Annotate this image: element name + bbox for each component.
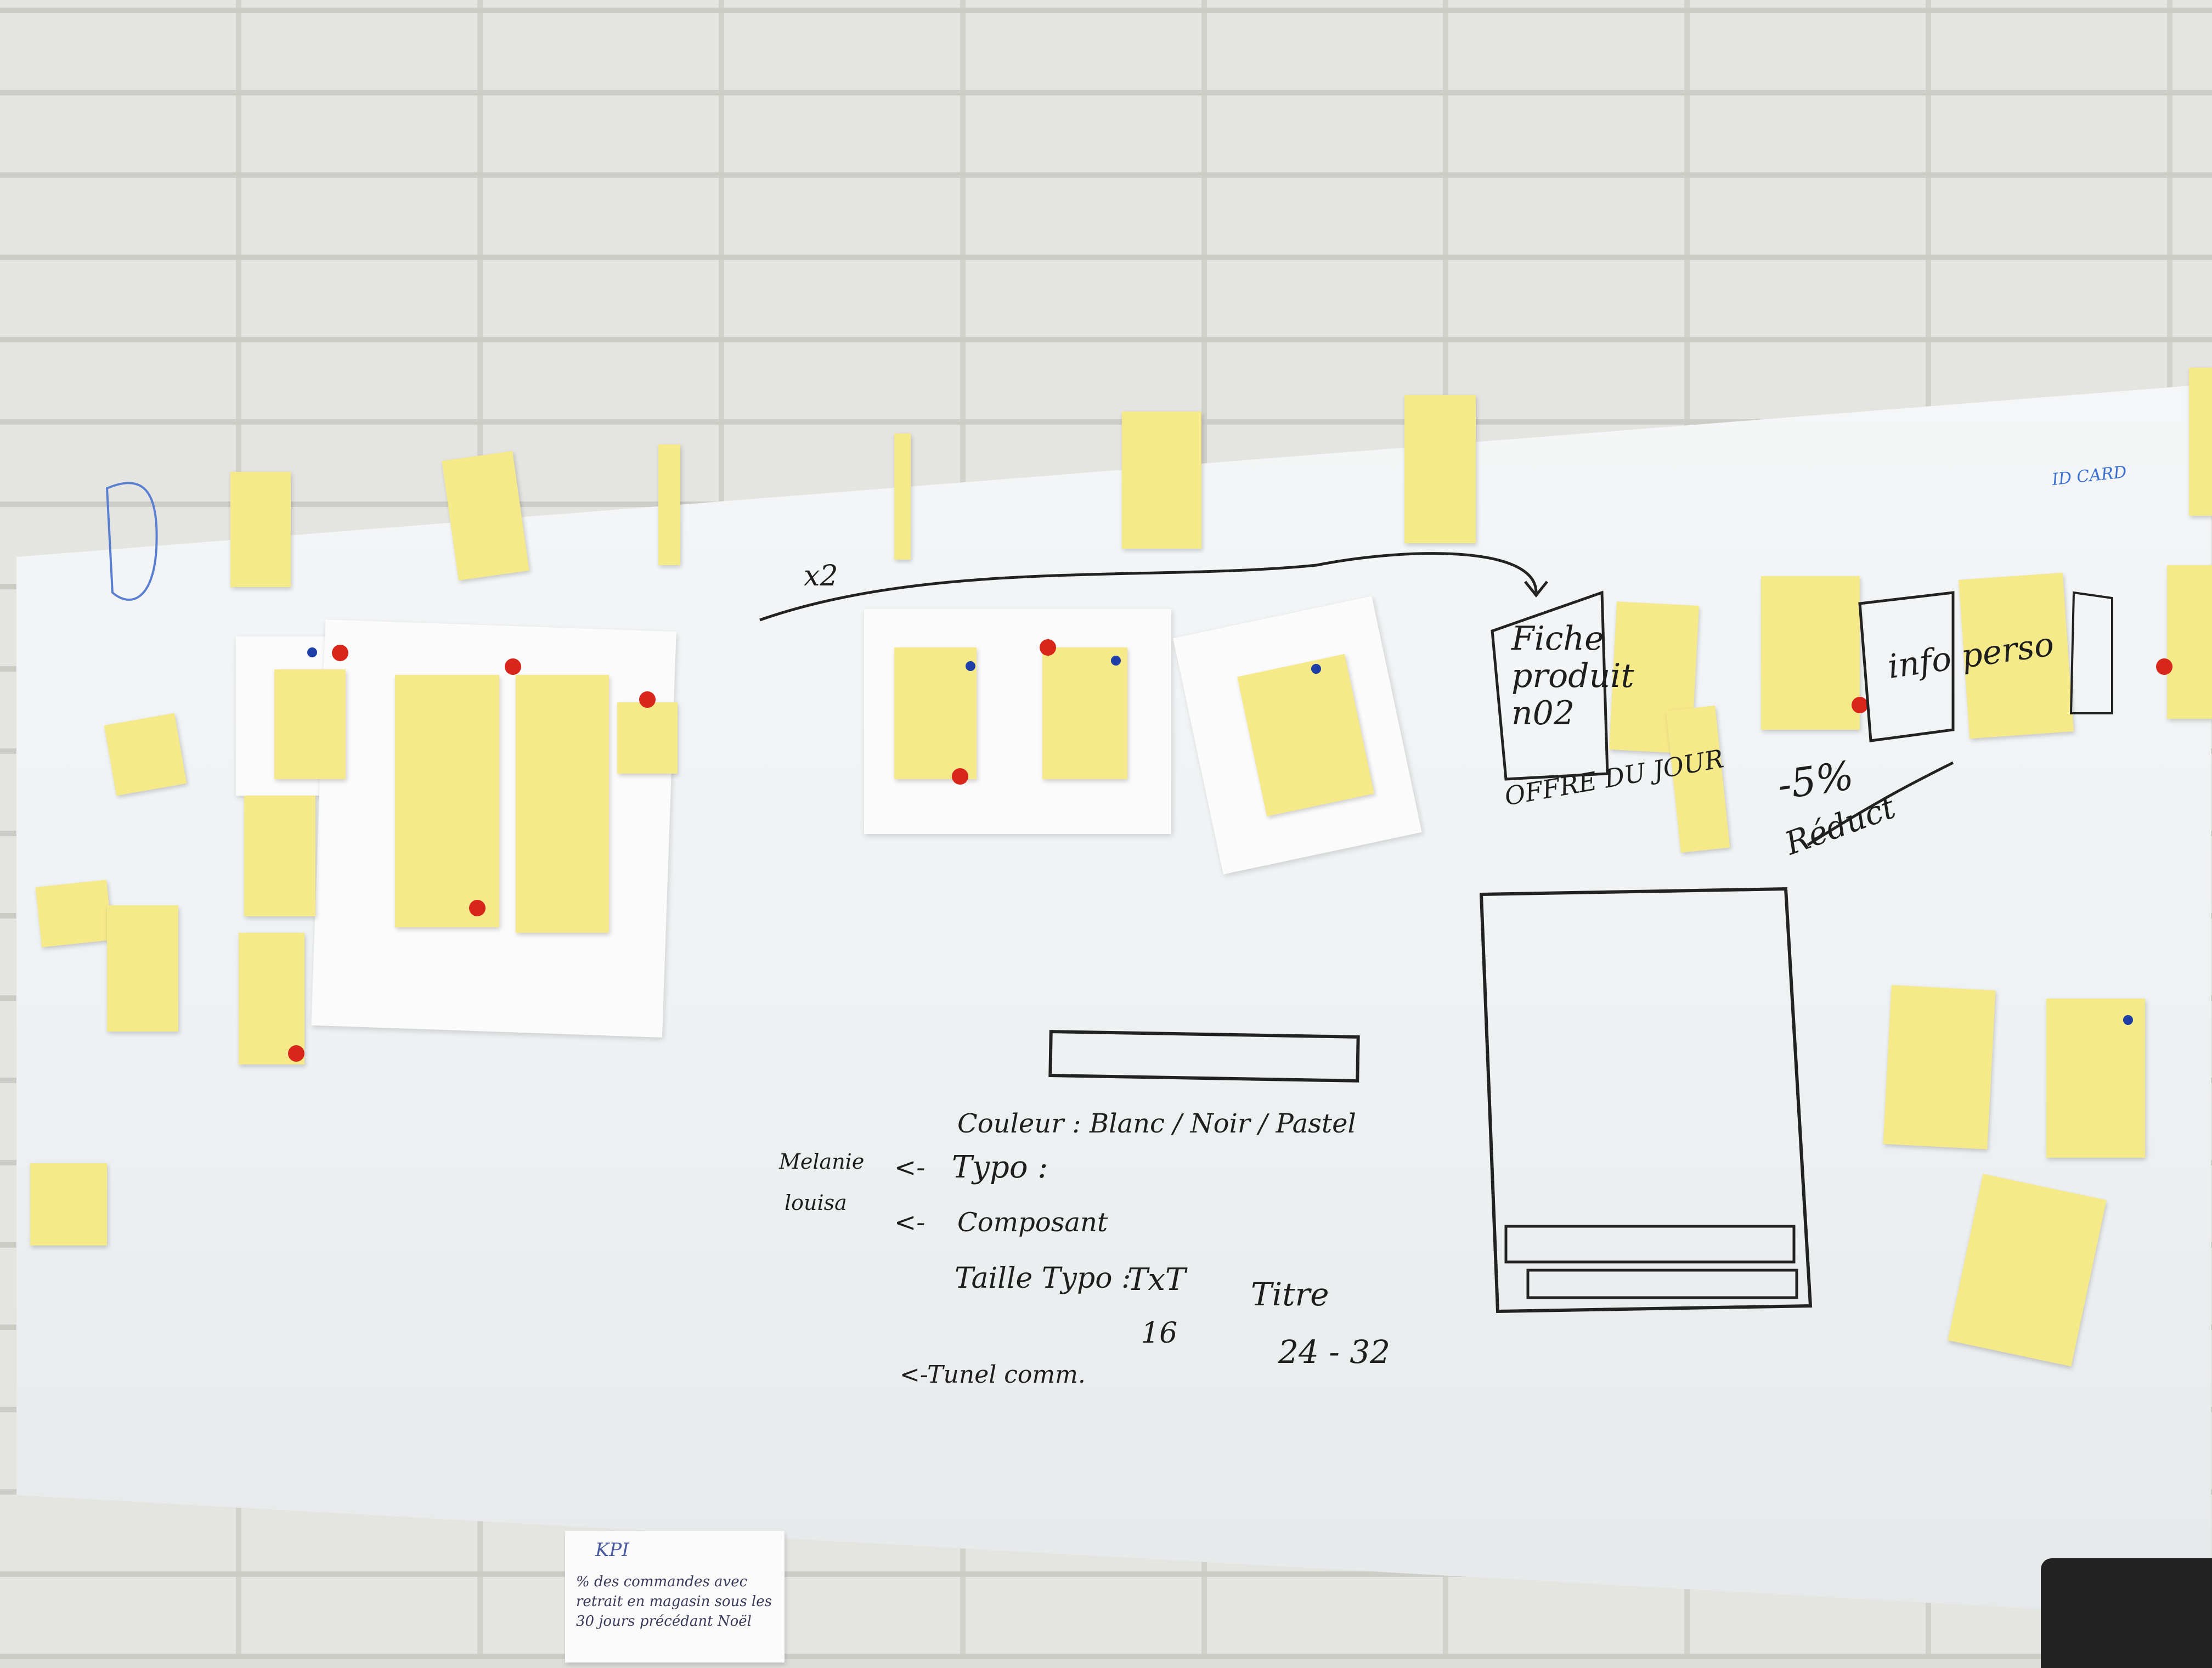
fiche-produit-label: Fiche produit n02 xyxy=(1511,619,1634,732)
txt-label: TxT xyxy=(1127,1262,1186,1298)
sticky-note-left-3 xyxy=(107,905,178,1032)
sticky-note-top-6 xyxy=(1404,395,1476,543)
arrow-composant: <- xyxy=(894,1207,926,1238)
red-pin xyxy=(332,645,348,661)
red-pin xyxy=(469,900,486,916)
sticky-note-top-1 xyxy=(230,472,291,587)
blue-pin xyxy=(1311,664,1321,674)
wireframe-sticky-1 xyxy=(274,669,346,779)
composant-label: Composant xyxy=(957,1207,1108,1238)
red-pin xyxy=(639,691,656,708)
wireframe-sticky-2 xyxy=(395,675,499,927)
sticky-note-right-7 xyxy=(2046,999,2145,1158)
sticky-note-top-5 xyxy=(1122,412,1201,549)
kpi-text: % des commandes avec retrait en magasin … xyxy=(576,1574,772,1630)
kpi-note: KPI % des commandes avec retrait en maga… xyxy=(565,1531,785,1663)
red-pin xyxy=(505,658,521,675)
red-pin xyxy=(2156,658,2172,675)
typo-label: Typo : xyxy=(952,1149,1048,1185)
wireframe-sticky-8 xyxy=(1042,647,1127,779)
wireframe-sticky-3 xyxy=(516,675,609,933)
tunel-comm-label: <-Tunel comm. xyxy=(900,1361,1086,1389)
txt-size-label: 16 xyxy=(1141,1317,1178,1350)
sticky-note-left-4 xyxy=(30,1163,107,1246)
kpi-title: KPI xyxy=(595,1539,629,1561)
wireframe-sticky-5 xyxy=(244,796,315,916)
melanie-label: Melanie xyxy=(779,1149,865,1174)
titre-label: Titre xyxy=(1251,1276,1329,1313)
wireframe-sticky-4 xyxy=(617,702,678,774)
red-pin xyxy=(1040,639,1056,656)
wireframe-sticky-7 xyxy=(894,647,977,779)
blue-pin xyxy=(307,647,317,657)
x2-label: x2 xyxy=(804,560,838,593)
sticky-note-top-7 xyxy=(2189,368,2212,516)
blue-pin xyxy=(1111,656,1121,666)
taille-typo-label: Taille Typo : xyxy=(955,1262,1131,1295)
red-pin xyxy=(1852,697,1868,713)
wireframe-sticky-6 xyxy=(239,933,304,1064)
sticky-note-right-3 xyxy=(1761,576,1860,730)
red-pin xyxy=(288,1045,304,1062)
titre-size-label: 24 - 32 xyxy=(1278,1333,1391,1371)
arrow-typo: <- xyxy=(894,1152,926,1183)
sticky-note-top-4 xyxy=(894,433,911,560)
sticky-note-top-3 xyxy=(658,444,680,565)
sticky-note-right-5 xyxy=(2167,565,2212,719)
red-pin xyxy=(952,768,968,785)
blue-pin xyxy=(2123,1015,2133,1025)
louisa-label: louisa xyxy=(785,1191,847,1215)
trash-bin xyxy=(2041,1558,2212,1668)
couleur-label: Couleur : Blanc / Noir / Pastel xyxy=(957,1108,1356,1139)
blue-pin xyxy=(966,661,975,671)
